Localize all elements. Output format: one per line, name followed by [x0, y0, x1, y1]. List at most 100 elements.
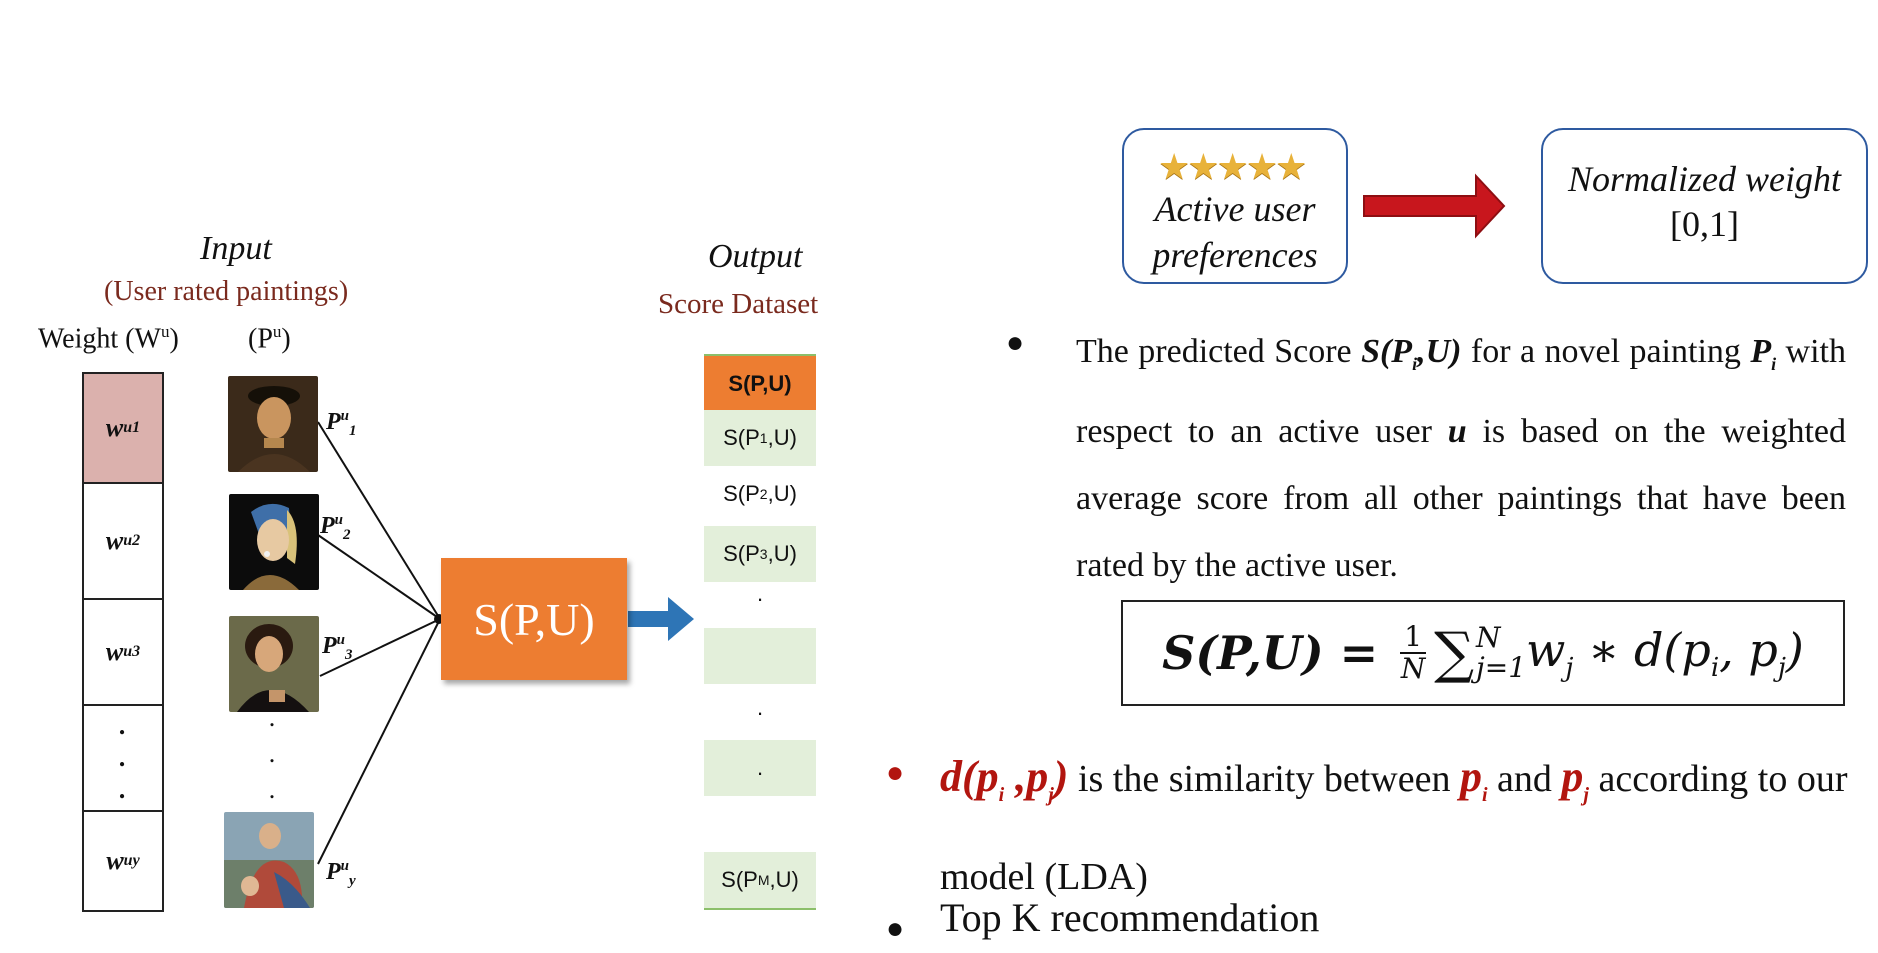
weight-1-sub: 1	[132, 419, 141, 436]
weight-y-base: w	[106, 846, 124, 875]
sum-symbol: ∑	[1434, 620, 1475, 686]
weight-2-sup: u	[123, 532, 133, 549]
fraction-denominator: N	[1400, 652, 1426, 685]
para-text-4: is based on the weighted average score f…	[1076, 412, 1846, 584]
painting-2-sub: 2	[343, 526, 351, 543]
weight-3-sup: u	[123, 643, 133, 660]
link-line-3	[319, 618, 441, 677]
weight-y-sub: y	[132, 852, 140, 869]
painting-dot: .	[268, 739, 276, 768]
para-score-sub: i	[1412, 353, 1418, 374]
portrait-icon	[229, 494, 319, 590]
painting-column-header: (Pu)	[248, 322, 291, 355]
score-1-tail: ,U)	[767, 425, 797, 450]
score-1-sub: 1	[759, 430, 768, 446]
sim-pj-sub: j	[1583, 783, 1589, 806]
score-header-cell: S(P,U)	[704, 354, 816, 412]
score-function-box: S(P,U)	[441, 558, 627, 680]
sum-upper-limit: N	[1476, 621, 1501, 654]
painting-1-sub: 1	[349, 422, 357, 439]
score-2-text: S(P	[723, 481, 760, 506]
link-line-1	[317, 421, 441, 620]
rating-stars-icon: ★★★★★	[1158, 147, 1307, 187]
active-user-preferences-box: ★★★★★ Active user preferences	[1122, 128, 1348, 284]
output-title: Output	[708, 238, 803, 275]
painting-thumbnail-3	[229, 616, 319, 712]
weight-cell-ellipsis: . . .	[84, 706, 162, 812]
normalized-weight-range: [0,1]	[1670, 204, 1739, 244]
weight-y-sup: u	[123, 852, 133, 869]
sum-lower-limit: j=1	[1476, 651, 1527, 684]
similarity-text-2: according to our model (LDA)	[940, 758, 1848, 898]
para-score-symbol: S(P	[1361, 333, 1413, 370]
formula-close: )	[1785, 622, 1804, 677]
sim-pi-sub: i	[1481, 783, 1488, 806]
painting-2-sup: u	[334, 512, 344, 528]
sim-mid: ,p	[1004, 752, 1049, 801]
score-3-tail: ,U)	[767, 541, 797, 566]
similarity-pj: pj	[1561, 752, 1589, 806]
painting-ellipsis: . . .	[262, 700, 282, 808]
score-3-text: S(P	[723, 541, 760, 566]
painting-label-1: Pu1	[326, 408, 357, 440]
similarity-pi: pi	[1460, 752, 1488, 806]
sim-d: d(p	[940, 752, 999, 801]
painting-3-base: P	[322, 633, 337, 659]
para-text-1: The predicted Score	[1076, 333, 1362, 370]
para-painting-sub: i	[1771, 353, 1777, 374]
formula-pj-sub: j	[1777, 653, 1786, 684]
weight-dot: .	[119, 711, 127, 740]
bullet-icon: ●	[1006, 326, 1025, 359]
bullet-icon: ●	[886, 912, 905, 945]
painting-1-sup: u	[340, 408, 350, 424]
weight-column-header: Weight (Wu)	[38, 322, 179, 355]
similarity-symbol: d(pi ,pj)	[940, 752, 1068, 806]
painting-label-2: Pu2	[320, 512, 351, 544]
weight-header-close: )	[169, 323, 179, 355]
blue-arrow-icon	[628, 597, 694, 641]
score-m-text: S(P	[721, 867, 758, 892]
input-subtitle: (User rated paintings)	[104, 276, 349, 307]
formula-fraction: 1 N	[1400, 622, 1427, 685]
normalized-weight-box: Normalized weight [0,1]	[1541, 128, 1868, 284]
formula-weight-sub: j	[1565, 653, 1574, 684]
painting-y-sub: y	[349, 872, 356, 889]
portrait-icon	[229, 616, 319, 712]
weight-dot: .	[119, 743, 127, 772]
painting-3-sup: u	[336, 632, 346, 648]
painting-y-base: P	[326, 859, 341, 885]
preferences-line-2: preferences	[1152, 235, 1318, 275]
input-title: Input	[200, 230, 272, 267]
score-formula: S(P,U) = 1 N ∑ N j=1 wj ∗ d(pi, pj)	[1121, 600, 1845, 706]
score-row-ellipsis-3: .	[704, 740, 816, 796]
weight-header-text: Weight (W	[38, 323, 161, 355]
painting-label-3: Pu3	[322, 632, 353, 664]
painting-3-sub: 3	[345, 646, 353, 663]
p-header-sup: u	[272, 322, 282, 341]
formula-distance: ∗ d(p	[1573, 622, 1711, 677]
painting-label-y: Puy	[326, 858, 356, 890]
painting-dot: .	[268, 703, 276, 732]
sim-sub-j: j	[1048, 783, 1054, 806]
sim-sub-i: i	[998, 783, 1005, 806]
score-row-empty	[704, 628, 816, 684]
sum-limits: N j=1	[1476, 623, 1526, 683]
weight-1-base: w	[105, 413, 124, 442]
weight-3-base: w	[105, 637, 124, 666]
score-row-ellipsis-2: .	[756, 695, 764, 720]
score-m-tail: ,U)	[769, 867, 799, 892]
portrait-icon	[228, 376, 318, 472]
score-row-ellipsis-1: .	[756, 581, 764, 606]
para-painting-symbol: P	[1750, 333, 1772, 370]
painting-thumbnail-1	[228, 376, 318, 472]
similarity-text-1: is the similarity between	[1068, 758, 1460, 800]
